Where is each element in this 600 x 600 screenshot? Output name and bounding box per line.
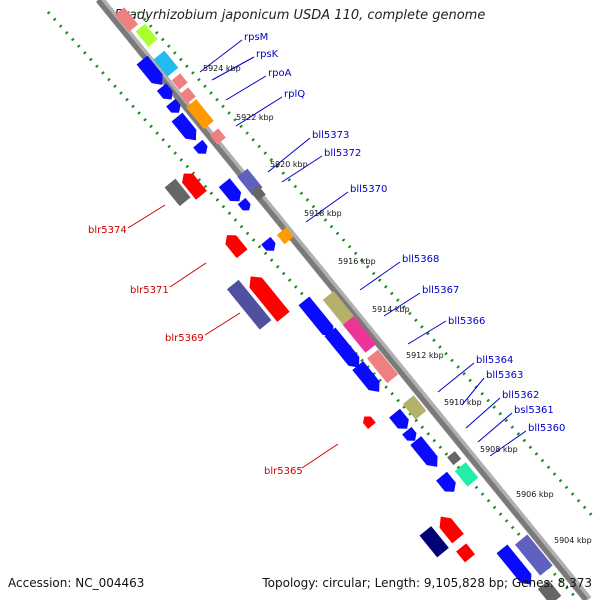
kbp-label: 5920 kbp xyxy=(270,160,308,169)
gene-block[interactable] xyxy=(261,236,279,255)
gene-block[interactable] xyxy=(179,87,196,104)
gene-block[interactable] xyxy=(410,436,442,471)
gene-block[interactable] xyxy=(222,231,248,259)
kbp-label: 5906 kbp xyxy=(516,490,554,499)
gene-block[interactable] xyxy=(237,197,253,214)
gene-block[interactable] xyxy=(352,361,384,396)
gene-block[interactable] xyxy=(496,544,537,589)
genome-summary: Topology: circular; Length: 9,105,828 bp… xyxy=(262,576,592,590)
kbp-label: 5910 kbp xyxy=(444,398,482,407)
gene-block[interactable] xyxy=(367,349,399,384)
forward-genes xyxy=(114,7,562,600)
gene-block[interactable] xyxy=(435,512,464,544)
gene-block[interactable] xyxy=(153,50,179,77)
gene-label[interactable]: rpsM xyxy=(244,32,268,43)
gene-block[interactable] xyxy=(244,271,290,322)
kbp-label: 5916 kbp xyxy=(338,257,376,266)
gene-label[interactable]: bsl5361 xyxy=(514,405,554,416)
kbp-label: 5922 kbp xyxy=(236,113,274,122)
gene-label[interactable]: bll5373 xyxy=(312,130,349,141)
gene-label[interactable]: bll5362 xyxy=(502,390,539,401)
gene-label[interactable]: rpoA xyxy=(268,68,292,79)
genome-axis xyxy=(96,0,588,600)
gene-block[interactable] xyxy=(226,279,272,330)
gene-label[interactable]: bll5368 xyxy=(402,254,439,265)
gene-label[interactable]: bll5360 xyxy=(528,423,565,434)
genome-title: Bradyrhizobium japonicum USDA 110, compl… xyxy=(114,8,486,23)
gene-label[interactable]: bll5370 xyxy=(350,184,387,195)
gene-label[interactable]: bll5372 xyxy=(324,148,361,159)
gene-block[interactable] xyxy=(454,462,479,487)
forward-gene-labels: rpsM rpsK rpoA rplQ bll5373 bll5372 bll5… xyxy=(244,32,565,434)
kbp-label: 5918 kbp xyxy=(304,209,342,218)
gene-block[interactable] xyxy=(135,23,158,47)
gene-label[interactable]: blr5371 xyxy=(130,285,169,296)
gene-block[interactable] xyxy=(322,291,357,328)
gene-block[interactable] xyxy=(193,139,211,158)
gene-block[interactable] xyxy=(218,178,245,205)
kbp-label: 5914 kbp xyxy=(372,305,410,314)
gene-block[interactable] xyxy=(324,327,365,372)
gene-label[interactable]: rplQ xyxy=(284,89,305,100)
gene-block[interactable] xyxy=(298,296,339,341)
accession-text: Accession: NC_004463 xyxy=(8,576,145,590)
gene-block[interactable] xyxy=(156,83,176,103)
gene-label[interactable]: blr5374 xyxy=(88,225,127,236)
reverse-gene-labels: blr5374 blr5371 blr5369 blr5365 xyxy=(88,225,303,477)
gene-block[interactable] xyxy=(447,451,462,466)
gene-block[interactable] xyxy=(186,99,214,130)
gene-block[interactable] xyxy=(171,112,202,145)
kbp-label: 5924 kbp xyxy=(203,64,241,73)
gene-block[interactable] xyxy=(342,316,377,353)
gene-block[interactable] xyxy=(402,395,427,420)
gene-block[interactable] xyxy=(276,227,294,245)
kbp-label: 5904 kbp xyxy=(554,536,592,545)
kbp-label: 5912 kbp xyxy=(406,351,444,360)
gene-block[interactable] xyxy=(250,185,266,201)
gene-block[interactable] xyxy=(164,178,191,207)
gene-block[interactable] xyxy=(389,408,412,433)
gene-block[interactable] xyxy=(419,526,449,558)
gene-block[interactable] xyxy=(114,7,139,32)
gene-block[interactable] xyxy=(402,426,420,445)
label-connectors xyxy=(127,39,527,469)
gene-block[interactable] xyxy=(456,543,476,563)
gene-label[interactable]: rpsK xyxy=(256,49,279,60)
gene-block[interactable] xyxy=(436,471,459,496)
gene-block[interactable] xyxy=(171,73,188,90)
gene-block[interactable] xyxy=(166,98,184,117)
inner-dotted-line xyxy=(136,10,598,522)
reverse-genes xyxy=(164,169,476,563)
gene-block[interactable] xyxy=(178,169,207,200)
gene-block[interactable] xyxy=(537,580,562,600)
gene-block[interactable] xyxy=(514,534,553,576)
gene-block[interactable] xyxy=(136,55,168,90)
gene-label[interactable]: bll5363 xyxy=(486,370,523,381)
gene-block[interactable] xyxy=(360,413,376,429)
gene-label[interactable]: bll5364 xyxy=(476,355,513,366)
gene-label[interactable]: bll5366 xyxy=(448,316,485,327)
gene-label[interactable]: bll5367 xyxy=(422,285,459,296)
gene-label[interactable]: blr5365 xyxy=(264,466,303,477)
gene-block[interactable] xyxy=(209,128,226,145)
gene-label[interactable]: blr5369 xyxy=(165,333,204,344)
